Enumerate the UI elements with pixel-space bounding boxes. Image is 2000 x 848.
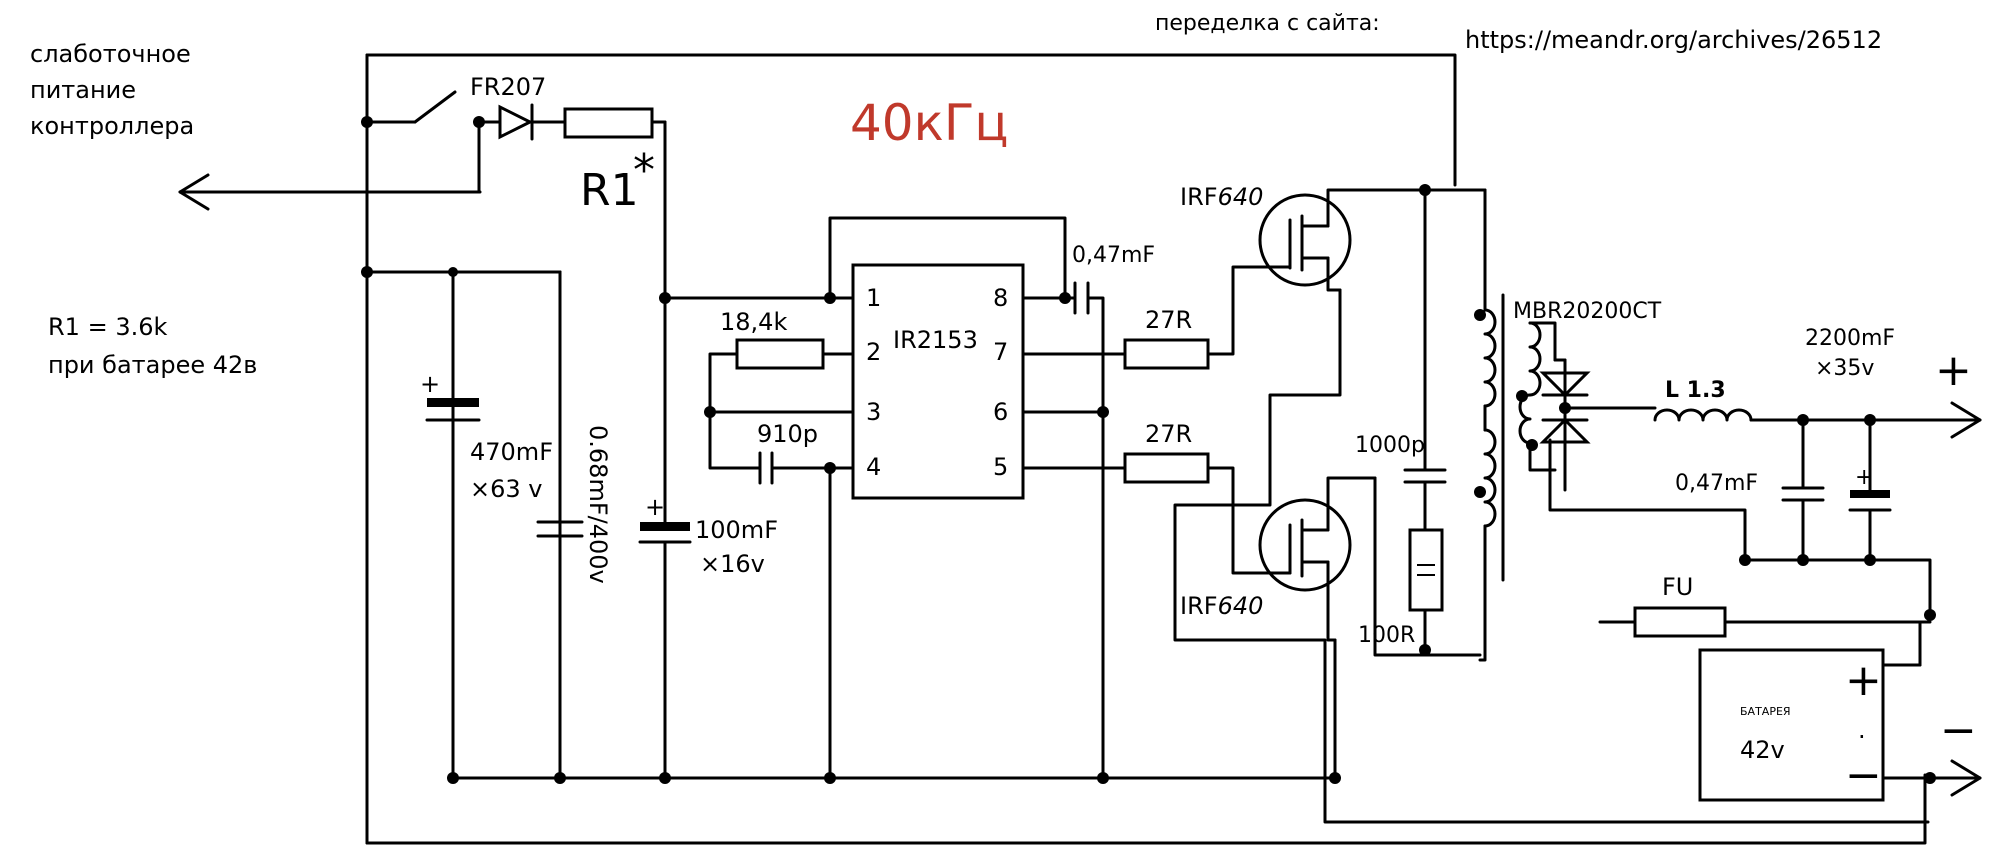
ic-wiring (663, 216, 1267, 780)
ic-pin-1: 1 (866, 284, 881, 312)
battery-name: БАТАРЕЯ (1740, 705, 1791, 718)
supply-label-line1: слаботочное (30, 40, 191, 68)
resistor-r1 (563, 107, 654, 139)
r1-value-note: R1 = 3.6k (48, 313, 167, 341)
mosfet-top (1258, 188, 1427, 292)
mosfet-bottom-number: 640 (1218, 592, 1264, 620)
c-vcc-value: 100mF (695, 516, 778, 544)
mosfet-bottom (1258, 476, 1377, 642)
capacitor-bulk-470uF: + (420, 270, 481, 780)
r-snubber-label: 100R (1358, 623, 1415, 648)
diode-label: FR207 (470, 73, 546, 101)
r-gate-top-label: 27R (1145, 306, 1192, 334)
mosfet-top-number: 640 (1218, 183, 1264, 211)
svg-text:+: + (1855, 465, 1873, 490)
battery-minus: − (1845, 750, 1882, 801)
c-bulk-value: 470mF (470, 438, 553, 466)
ic-ir2153 (851, 263, 1025, 500)
output-plus-sign: + (1935, 345, 1972, 396)
ic-pin-8: 8 (993, 284, 1008, 312)
r-timing-label: 18,4k (720, 308, 787, 336)
r1-label: R1 (580, 165, 639, 216)
supply-label-line3: контроллера (30, 112, 194, 140)
output-capacitor-electrolytic: + (1848, 418, 1892, 564)
rectifier-diodes (1528, 321, 1932, 617)
ic-pin-5: 5 (993, 453, 1008, 481)
svg-text:+: + (645, 493, 665, 521)
mosfet-bottom-prefix: IRF (1180, 592, 1218, 620)
c-boot-label: 0,47mF (1072, 243, 1155, 268)
svg-text:IRF640: IRF640 (1180, 183, 1263, 211)
c-vcc-rating: ×16v (700, 550, 765, 578)
svg-text:IRF640: IRF640 (1180, 592, 1263, 620)
capacitor-vcc: + (638, 296, 692, 780)
r1-condition-note: при батарее 42в (48, 351, 257, 379)
svg-text:+: + (420, 370, 440, 398)
fuse (1633, 606, 1727, 638)
output-minus-arrow (1950, 759, 1982, 797)
fuse-label: FU (1662, 573, 1693, 601)
c-out-film-label: 0,47mF (1675, 471, 1758, 496)
ic-pin-2: 2 (866, 338, 881, 366)
snubber-capacitor (1403, 188, 1447, 532)
snubber-resistor (1408, 528, 1444, 652)
battery-voltage: 42v (1740, 736, 1785, 764)
inductor-l1 (1653, 408, 1982, 422)
output-capacitor-film (1781, 418, 1825, 564)
c-bulk-rating: ×63 v (470, 475, 542, 503)
inductor-label: L 1.3 (1665, 378, 1726, 403)
r-gate-bottom-label: 27R (1145, 420, 1192, 448)
output-minus-sign: − (1940, 705, 1977, 756)
controller-supply-arrow (178, 173, 482, 211)
ic-label: IR2153 (893, 326, 978, 354)
ic-pin-3: 3 (866, 398, 881, 426)
transformer (1474, 253, 1542, 662)
resistor-gate-bottom (1123, 452, 1210, 484)
junction-dots (361, 116, 1936, 784)
c-snubber-label: 1000p (1355, 433, 1425, 458)
frequency-label: 40кГц (850, 94, 1008, 152)
capacitor-film-hv (536, 270, 584, 780)
output-plus-arrow (1950, 401, 1982, 439)
diode-fr207 (490, 103, 567, 141)
battery-plus: + (1845, 655, 1882, 706)
supply-label-line2: питание (30, 76, 136, 104)
c-out-elec-value: 2200mF (1805, 326, 1895, 351)
r1-mark: * (633, 145, 655, 196)
rectifier-label: MBR20200CT (1513, 299, 1662, 324)
c-timing-label: 910p (757, 420, 818, 448)
ic-pin-7: 7 (993, 338, 1008, 366)
mosfet-top-prefix: IRF (1180, 183, 1218, 211)
battery-dot: · (1858, 723, 1866, 751)
ic-pin-4: 4 (866, 453, 881, 481)
c-film-hv-value: 0.68mF/400v (584, 425, 612, 584)
resistor-gate-top (1123, 338, 1210, 370)
c-out-elec-rating: ×35v (1815, 356, 1874, 381)
ic-pin-6: 6 (993, 398, 1008, 426)
battery (1698, 620, 1932, 802)
source-url: https://meandr.org/archives/26512 (1465, 26, 1882, 54)
source-label: переделка с сайта: (1155, 11, 1380, 36)
switch-lever (413, 90, 457, 124)
